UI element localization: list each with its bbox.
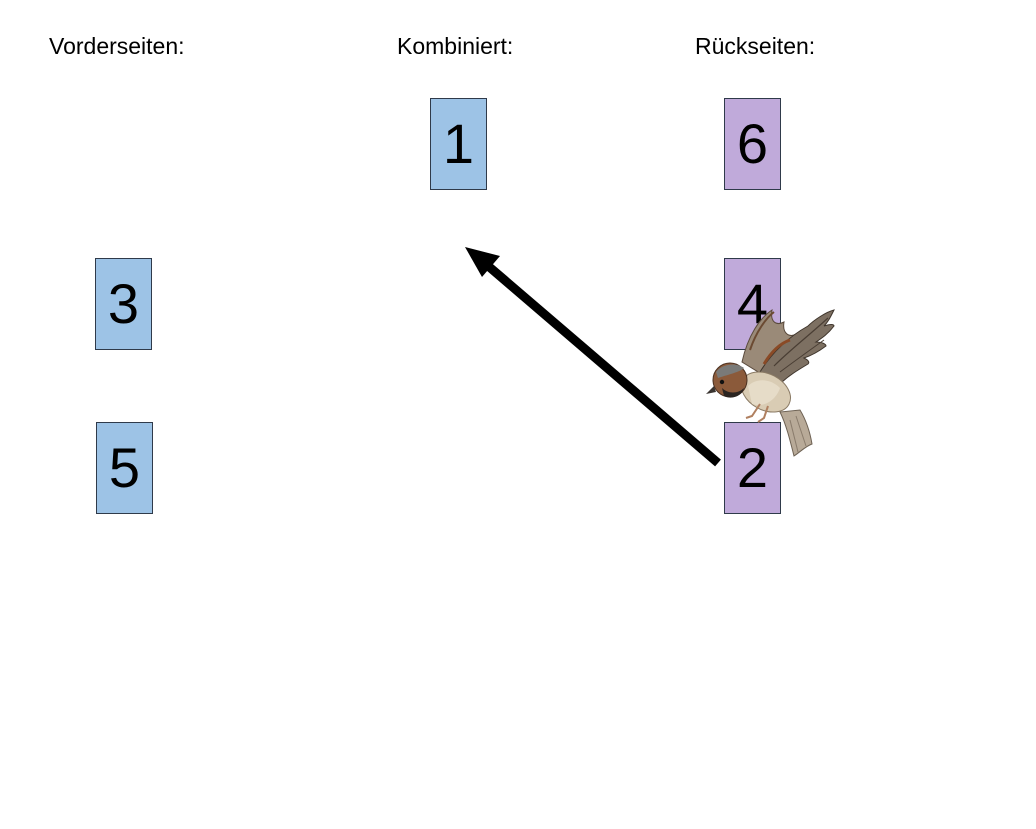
front-card[interactable]: 3 xyxy=(95,258,152,350)
combined-card[interactable]: 1 xyxy=(430,98,487,190)
heading-front-sides: Vorderseiten: xyxy=(49,33,185,59)
move-arrow xyxy=(465,247,721,467)
back-card[interactable]: 4 xyxy=(724,258,781,350)
back-card[interactable]: 2 xyxy=(724,422,781,514)
heading-back-sides: Rückseiten: xyxy=(695,33,816,59)
heading-combined: Kombiniert: xyxy=(397,33,514,59)
back-card[interactable]: 6 xyxy=(724,98,781,190)
front-card[interactable]: 5 xyxy=(96,422,153,514)
